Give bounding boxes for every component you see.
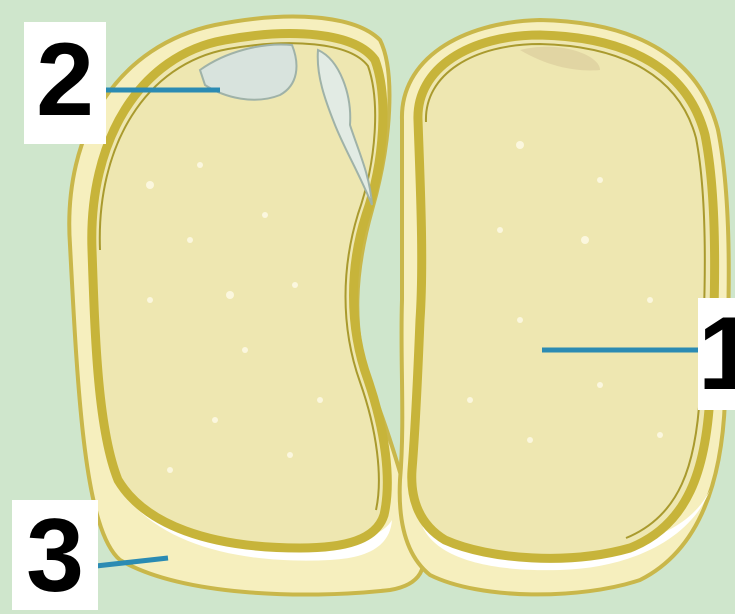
label-cotyledon: 1 — [698, 298, 735, 410]
cotyledon-right — [412, 35, 715, 558]
label-embryo: 2 — [24, 22, 106, 144]
label-seed-coat: 3 — [12, 500, 98, 610]
